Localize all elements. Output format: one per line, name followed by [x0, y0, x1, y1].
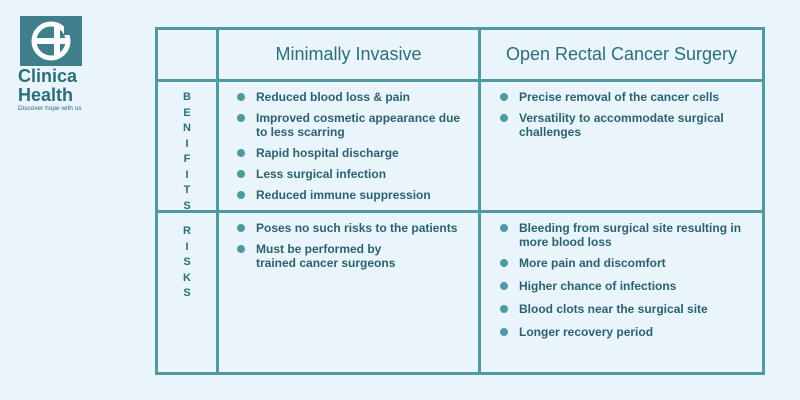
benefits-minimally-invasive-cell: Reduced blood loss & pain Improved cosme…	[235, 90, 465, 209]
list-item: Precise removal of the cancer cells	[498, 90, 748, 104]
row-label-letter: S	[183, 287, 191, 299]
row-label-letter: S	[183, 256, 191, 268]
row-label-letter: B	[183, 91, 191, 103]
list-item: Must be performed by trained cancer surg…	[235, 242, 416, 270]
row-label-letter: N	[183, 122, 191, 134]
list-item: Rapid hospital discharge	[235, 146, 465, 160]
list-item: More pain and discomfort	[498, 256, 748, 270]
column-header-minimally-invasive: Minimally Invasive	[275, 44, 422, 64]
column-header-open-surgery: Open Rectal Cancer Surgery	[505, 44, 738, 64]
row-label-letter: I	[185, 168, 189, 181]
brand-tagline: Discover hope with us	[18, 105, 82, 112]
list-item: Higher chance of infections	[498, 279, 748, 293]
list-item: Reduced blood loss & pain	[235, 90, 465, 104]
comparison-table: Minimally Invasive Open Rectal Cancer Su…	[155, 27, 765, 375]
row-label-letter: F	[183, 153, 191, 165]
list-item: Improved cosmetic appearance due to less…	[235, 111, 465, 139]
row-label-benefits: B E N I F I T S	[158, 90, 216, 214]
benefits-open-surgery-cell: Precise removal of the cancer cells Vers…	[498, 90, 748, 146]
brand-name-line1: Clinica	[18, 66, 78, 86]
row-label-letter: E	[183, 106, 191, 119]
row-divider	[158, 210, 762, 213]
row-label-letter: S	[183, 199, 191, 212]
row-label-letter: K	[183, 271, 191, 284]
list-item: Reduced immune suppression	[235, 188, 465, 202]
clinica-health-logo-icon	[20, 16, 82, 66]
risks-minimally-invasive-cell: Poses no such risks to the patients Must…	[235, 221, 465, 277]
brand-name-line2: Health	[18, 85, 74, 105]
list-item: Less surgical infection	[235, 167, 465, 181]
row-label-risks: R I S K S	[158, 224, 216, 302]
row-label-letter: R	[183, 225, 191, 237]
risks-open-surgery-cell: Bleeding from surgical site resulting in…	[498, 221, 748, 346]
label-column-divider	[216, 30, 219, 372]
list-item: Versatility to accommodate surgical chal…	[498, 111, 748, 139]
list-item: Longer recovery period	[498, 325, 748, 339]
list-item: Blood clots near the surgical site	[498, 302, 748, 316]
list-item: Poses no such risks to the patients	[235, 221, 465, 235]
row-label-letter: I	[185, 137, 189, 150]
list-item: Bleeding from surgical site resulting in…	[498, 221, 748, 249]
header-divider	[158, 79, 762, 82]
row-label-letter: I	[185, 240, 189, 253]
column-divider	[478, 30, 481, 372]
row-label-letter: T	[183, 184, 191, 196]
brand-logo: Clinica Health Discover hope with us	[18, 16, 88, 112]
